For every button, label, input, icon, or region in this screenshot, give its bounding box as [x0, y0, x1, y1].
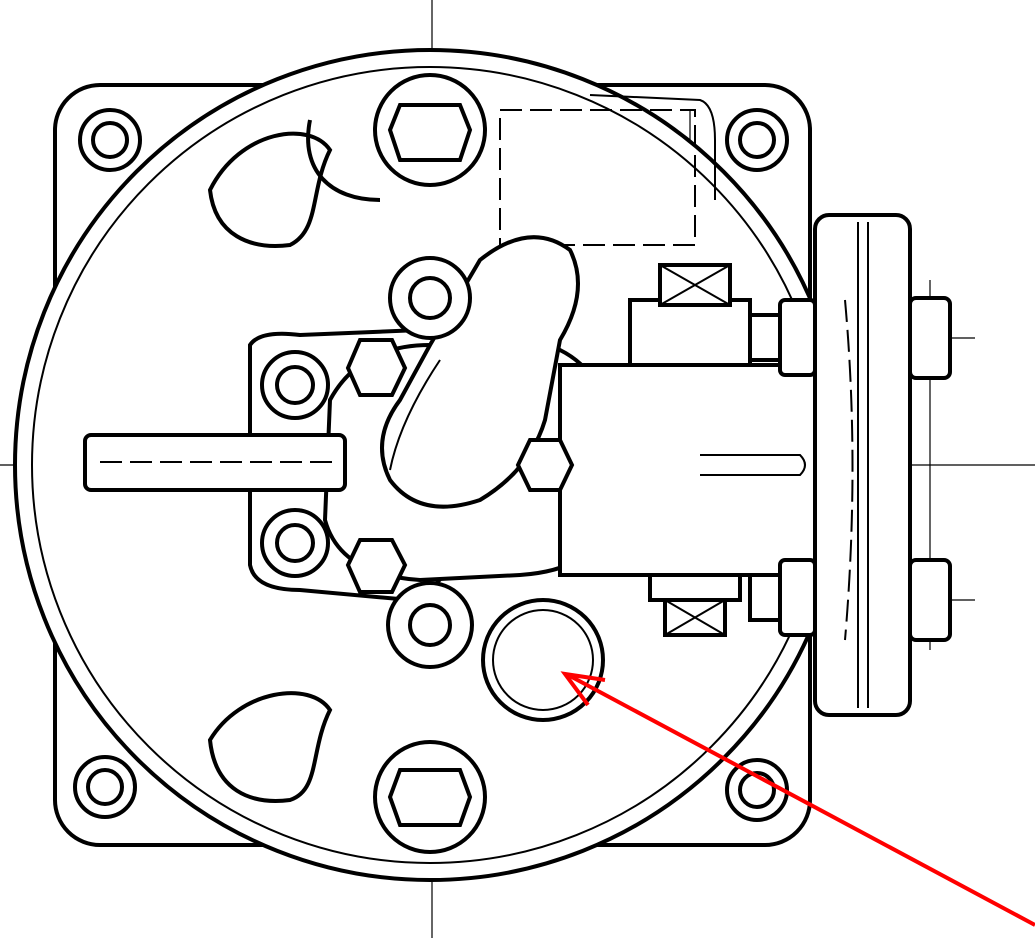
hex-bolt-bottom: [373, 740, 487, 854]
outlet-body: [558, 263, 822, 637]
shaft-rod: [83, 433, 347, 492]
hex-nut-left-upper: [345, 338, 408, 397]
corner-bolt-bottom-right: [725, 758, 789, 822]
hex-bolt-top: [373, 73, 487, 187]
hex-nut-left-lower: [345, 538, 408, 594]
corner-bolt-bottom-left: [73, 755, 137, 819]
pulley-nut-bottom: [908, 558, 952, 642]
bolts: [73, 73, 952, 854]
red-pointer-arrow: [560, 671, 1035, 927]
upper-left-cavity: [207, 131, 333, 248]
corner-bolt-top-left: [78, 108, 142, 172]
port-circle: [481, 598, 605, 722]
dashed-outline: [499, 94, 716, 246]
bolt-left-upper: [260, 350, 330, 420]
hex-nut-right: [515, 438, 575, 492]
bolt-left-lower: [260, 508, 330, 578]
bolt-upper: [388, 256, 472, 340]
lower-left-cavity: [207, 691, 333, 803]
clutch-pulley: [813, 213, 912, 717]
bolt-lower: [386, 581, 474, 669]
corner-bolt-top-right: [725, 108, 789, 172]
pulley-nut-top: [908, 296, 952, 380]
